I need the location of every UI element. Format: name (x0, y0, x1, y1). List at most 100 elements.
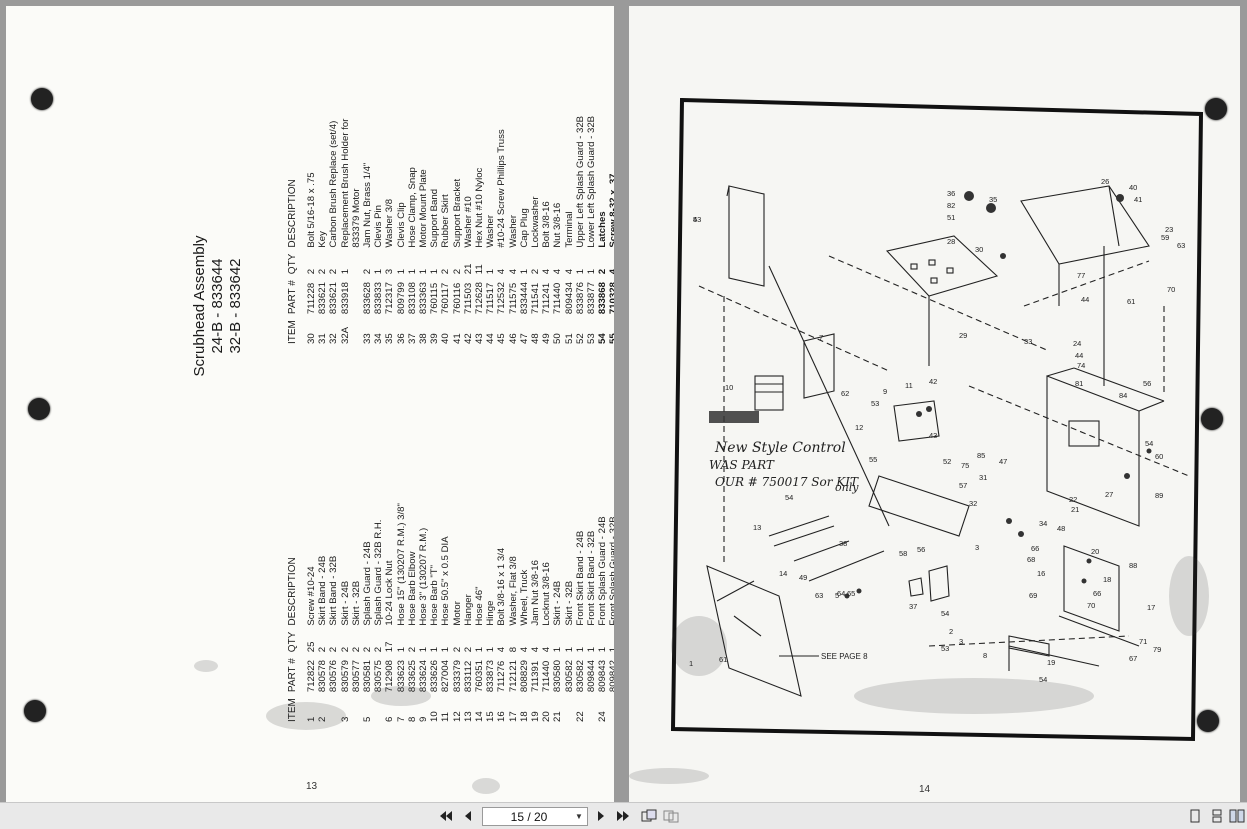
page-indicator: 15 / 20 (510, 809, 548, 824)
callout-number: 69 (1029, 591, 1037, 600)
callout-number: 51 (947, 213, 955, 222)
callout-number: 54 (785, 493, 793, 502)
callout-number: 56 (917, 545, 925, 554)
last-page-button[interactable] (614, 807, 632, 825)
note-line-3: OUR # 750017 Sor KIT (715, 475, 859, 489)
callout-number: 65 (847, 589, 855, 598)
callout-number: 66 (1031, 544, 1039, 553)
callout-number: 55 (869, 455, 877, 464)
callout-number: 49 (799, 573, 807, 582)
callout-number: 14 (779, 569, 787, 578)
document-page-14: New Style Control WAS PART OUR # 750017 … (629, 6, 1240, 802)
binder-hole (1201, 408, 1223, 430)
callout-number: 82 (947, 201, 955, 210)
callout-number: 79 (1153, 645, 1161, 654)
callout-number: 63 (1177, 241, 1185, 250)
callout-number: 17 (1147, 603, 1155, 612)
callout-number: 7 (819, 333, 823, 342)
callout-number: 42 (929, 377, 937, 386)
page-number: 14 (919, 784, 931, 795)
callout-number: 44 (1075, 351, 1083, 360)
callout-number: 57 (959, 481, 967, 490)
binder-hole (24, 700, 46, 722)
first-page-button[interactable] (437, 807, 455, 825)
callout-number: 8 (983, 651, 987, 660)
callout-number: 71 (1139, 637, 1147, 646)
callout-number: 32 (969, 499, 977, 508)
callout-number: 74 (1077, 361, 1085, 370)
previous-page-icon (465, 811, 471, 821)
callout-number: 11 (905, 381, 913, 390)
callout-number: 54 (1145, 439, 1153, 448)
callout-number: 22 (1069, 495, 1077, 504)
callout-number: 60 (1155, 452, 1163, 461)
callout-number: 23 (1165, 225, 1173, 234)
callout-number: 59 (1161, 233, 1169, 242)
callout-number: 38 (839, 539, 847, 548)
callout-number: 53 (693, 215, 701, 224)
next-page-button[interactable] (592, 807, 610, 825)
last-page-icon (617, 811, 629, 821)
single-page-icon (1190, 809, 1200, 823)
note-line-2: WAS PART (709, 458, 775, 472)
previous-page-button[interactable] (459, 807, 477, 825)
first-page-icon (440, 811, 452, 821)
single-page-view-button[interactable] (1186, 807, 1204, 825)
callout-number: 48 (1057, 524, 1065, 533)
callout-number: 28 (947, 237, 955, 246)
hardware-parts (844, 191, 1152, 599)
callout-number: 16 (1037, 569, 1045, 578)
callout-number: 2 (949, 627, 953, 636)
handwritten-note: New Style Control WAS PART OUR # 750017 … (709, 411, 859, 494)
scan-smudges (629, 556, 1209, 784)
callout-number: 53 (871, 399, 879, 408)
callout-number: 77 (1077, 271, 1085, 280)
callout-number: 26 (1101, 177, 1109, 186)
callout-number: 18 (1103, 575, 1111, 584)
callout-number: 20 (1091, 547, 1099, 556)
callout-number: 24 (1073, 339, 1081, 348)
rotate-button[interactable] (640, 807, 658, 825)
document-page-13: Scrubhead Assembly 24-B - 833644 32-B - … (6, 6, 614, 802)
continuous-view-button[interactable] (1208, 807, 1226, 825)
callout-number: 61 (719, 655, 727, 664)
callout-number: 40 (1129, 183, 1137, 192)
exploded-parts-diagram: New Style Control WAS PART OUR # 750017 … (629, 97, 1209, 784)
page-number-select[interactable]: 15 / 20 ▼ (482, 807, 588, 826)
callout-number: 84 (1119, 391, 1127, 400)
callout-number: 44 (1081, 295, 1089, 304)
callout-number: 41 (1134, 195, 1142, 204)
callout-number: 62 (841, 389, 849, 398)
callout-number: 67 (1129, 654, 1137, 663)
callout-number: 68 (1027, 555, 1035, 564)
callout-number: 12 (855, 423, 863, 432)
callout-number: 34 (1039, 519, 1047, 528)
callout-number: 9 (883, 387, 887, 396)
callout-number: 64 (837, 589, 845, 598)
callout-number: 29 (959, 331, 967, 340)
callout-number: 70 (1087, 601, 1095, 610)
fit-page-button[interactable] (662, 807, 680, 825)
callout-number: 3 (959, 637, 963, 646)
callout-number: 31 (979, 473, 987, 482)
continuous-page-icon (1212, 809, 1222, 823)
fit-page-icon (663, 810, 679, 823)
viewer-toolbar: 15 / 20 ▼ (0, 802, 1247, 829)
callout-number: 21 (1071, 505, 1079, 514)
callout-number: 53 (941, 644, 949, 653)
callout-number: 54 (941, 609, 949, 618)
binder-hole (1205, 98, 1227, 120)
binder-hole (1197, 710, 1219, 732)
callout-number: 54 (1039, 675, 1047, 684)
two-page-view-button[interactable] (1228, 807, 1246, 825)
callout-number: 63 (815, 591, 823, 600)
callout-number: 33 (1024, 337, 1032, 346)
callout-number: 35 (989, 195, 997, 204)
callout-number: 61 (1127, 297, 1135, 306)
callout-number: 88 (1129, 561, 1137, 570)
callout-number: 56 (1143, 379, 1151, 388)
dropdown-arrow-icon: ▼ (575, 812, 583, 821)
rotate-icon (641, 809, 657, 822)
callout-number: 58 (899, 549, 907, 558)
callout-number: 52 (943, 457, 951, 466)
